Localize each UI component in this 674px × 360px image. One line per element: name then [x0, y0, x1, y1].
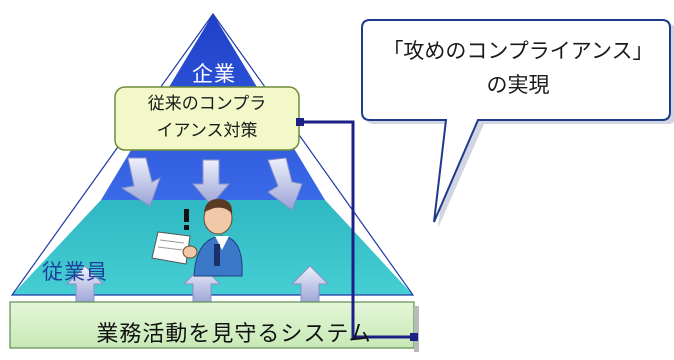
- system-bar: [9, 301, 415, 349]
- callout-bubble: [361, 19, 671, 223]
- system-bar-shadow: [414, 306, 419, 352]
- center-box-line2: イアンス対策: [156, 121, 258, 141]
- connector-node-bottom: [410, 333, 418, 341]
- exclamation-icon: [184, 209, 189, 230]
- down-arrow-left: [120, 157, 161, 207]
- callout-line2: の実現: [486, 73, 550, 97]
- down-arrow-center: [191, 159, 231, 206]
- connector-line: [299, 120, 414, 339]
- system-bar-label: 業務活動を見守るシステム: [96, 322, 372, 347]
- callout-text: 「攻めのコンプライアンス」 の実現: [368, 34, 668, 102]
- center-box-line1: 従来のコンプラ: [147, 94, 267, 114]
- callout-line1: 「攻めのコンプライアンス」: [382, 39, 654, 63]
- center-box-text: 従来のコンプラ イアンス対策: [118, 91, 296, 145]
- pyramid-top-label: 企業: [192, 62, 236, 86]
- down-arrow-right: [267, 157, 303, 211]
- pyramid-outline: [10, 12, 415, 296]
- person-reading-icon: [151, 198, 243, 277]
- down-arrows: [120, 157, 303, 211]
- pyramid-bottom-label: 従業員: [42, 260, 108, 284]
- connector-node-top: [296, 118, 304, 126]
